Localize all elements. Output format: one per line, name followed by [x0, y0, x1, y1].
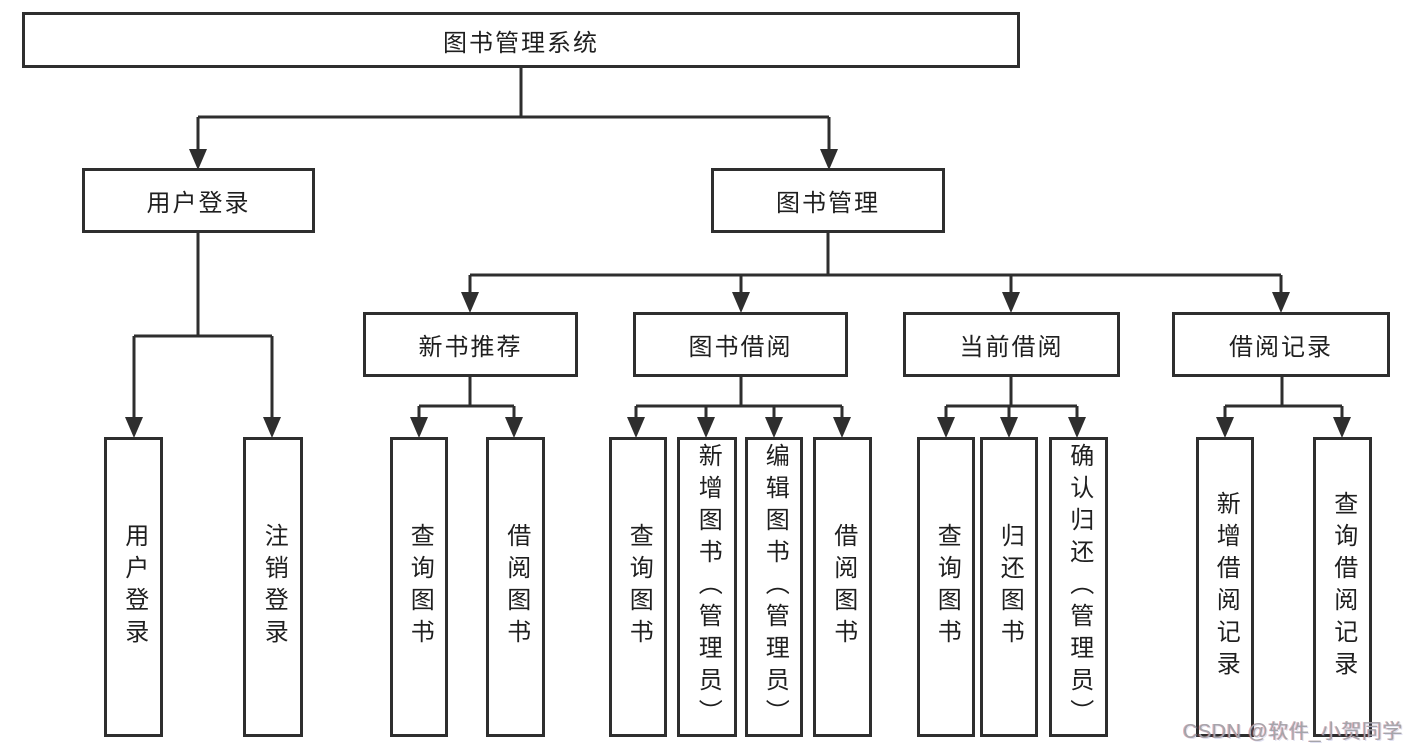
leaf-confirm-return-admin: 确认归还（管理员） [1049, 437, 1108, 737]
node-book-borrow: 图书借阅 [633, 312, 848, 377]
leaf-add-book-admin: 新增图书（管理员） [677, 437, 737, 737]
node-current-borrow: 当前借阅 [903, 312, 1120, 377]
leaf-return-book: 归还图书 [980, 437, 1038, 737]
node-borrow-records: 借阅记录 [1172, 312, 1390, 377]
csdn-watermark: CSDN @软件_小贺同学 [1183, 721, 1404, 743]
node-book-management: 图书管理 [711, 168, 945, 233]
leaf-logout: 注销登录 [243, 437, 303, 737]
leaf-recommend-query-book: 查询图书 [390, 437, 448, 737]
node-user-login: 用户登录 [82, 168, 315, 233]
leaf-edit-book-admin: 编辑图书（管理员） [745, 437, 803, 737]
node-root-system: 图书管理系统 [22, 12, 1020, 68]
node-new-book-recommend: 新书推荐 [363, 312, 578, 377]
leaf-recommend-borrow-book: 借阅图书 [486, 437, 545, 737]
leaf-user-login: 用户登录 [104, 437, 163, 737]
leaf-borrow-query-book: 查询图书 [609, 437, 667, 737]
leaf-add-borrow-record: 新增借阅记录 [1196, 437, 1254, 737]
leaf-query-borrow-record: 查询借阅记录 [1313, 437, 1372, 737]
leaf-borrow-book: 借阅图书 [813, 437, 872, 737]
arrowheads [125, 149, 1351, 438]
leaf-current-query-book: 查询图书 [917, 437, 975, 737]
